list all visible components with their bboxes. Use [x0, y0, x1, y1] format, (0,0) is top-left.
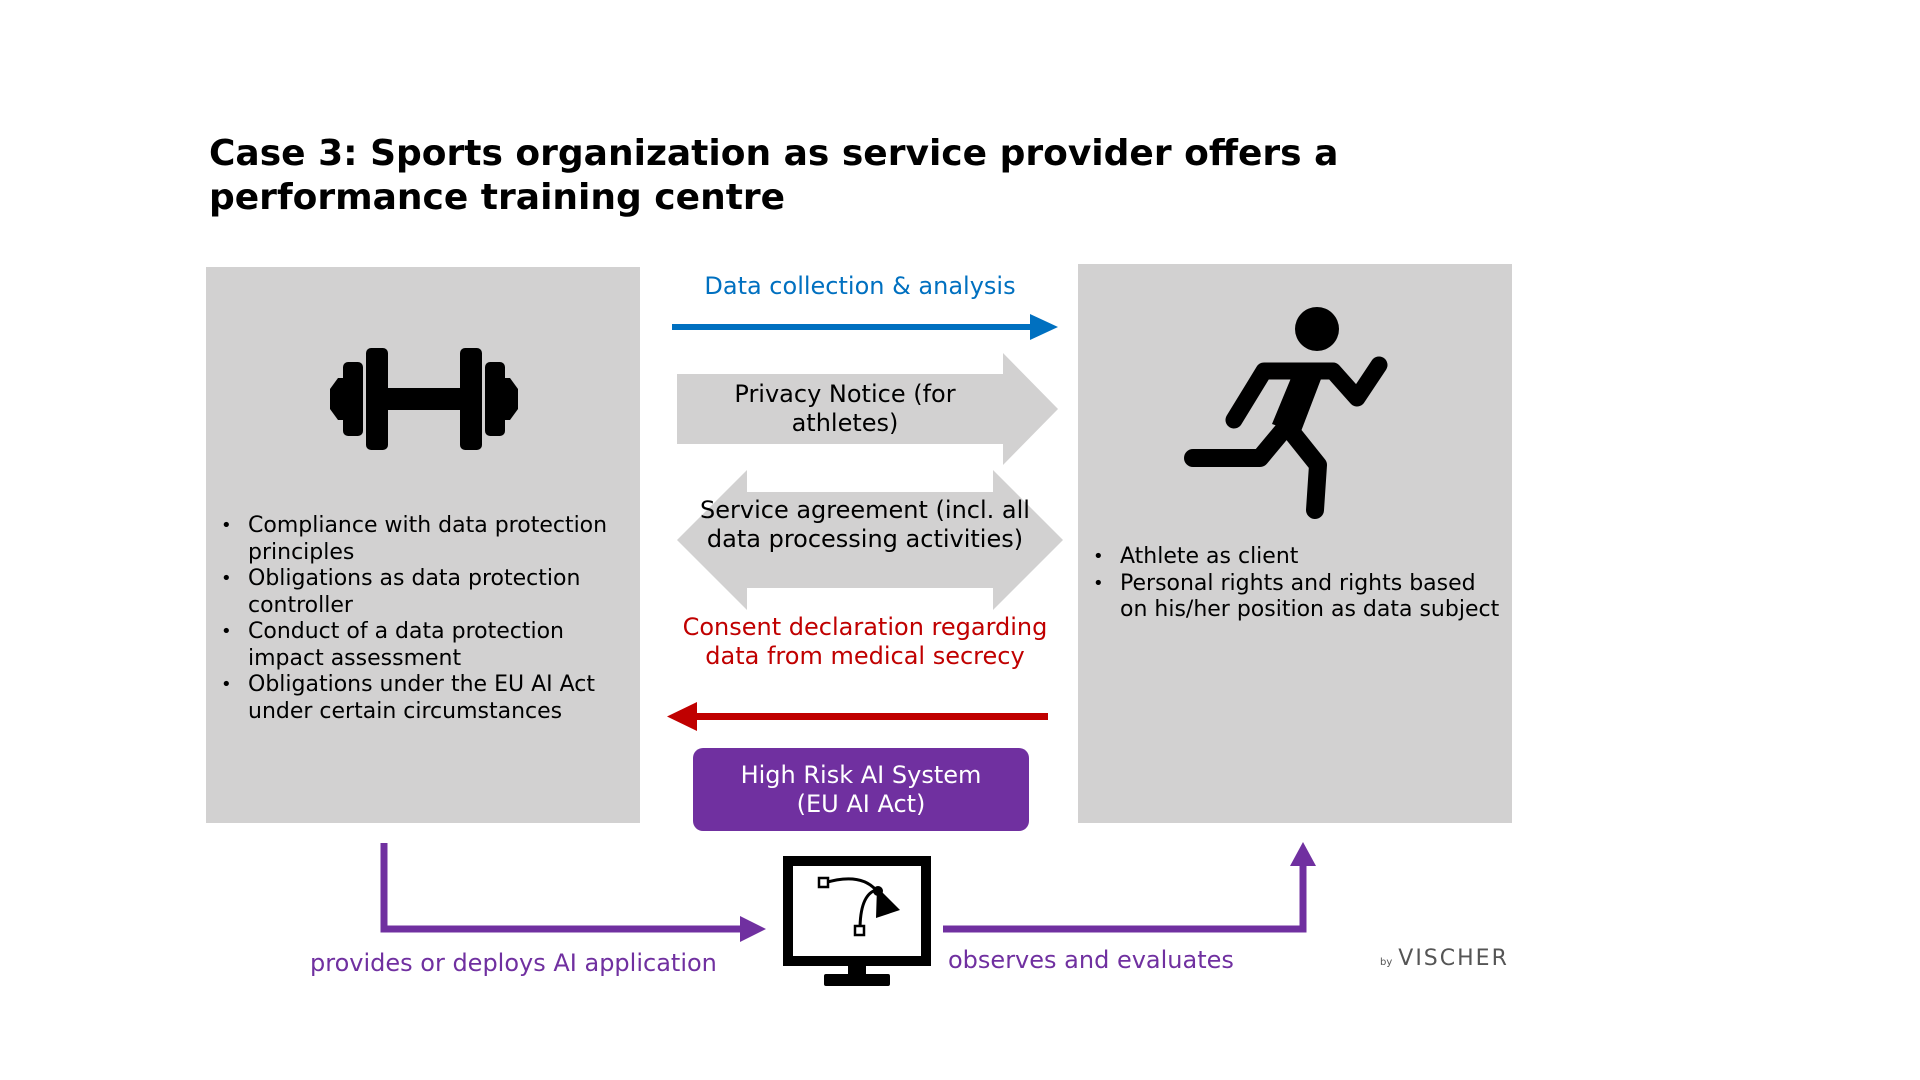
dumbbell-icon: [330, 348, 518, 450]
data-collection-arrow: [672, 314, 1058, 340]
observes-arrowhead: [1290, 842, 1316, 866]
list-item: Personal rights and rights based on his/…: [1080, 571, 1500, 624]
high-risk-ai-badge: High Risk AI System (EU AI Act): [693, 748, 1029, 831]
logo-name: VISCHER: [1398, 946, 1509, 971]
logo-by: by: [1380, 957, 1393, 968]
vischer-logo: by VISCHER: [1380, 946, 1509, 971]
service-agreement-arrow: [677, 470, 1063, 610]
provides-arrowhead: [740, 916, 766, 942]
high-risk-subtitle: (EU AI Act): [796, 789, 926, 818]
privacy-notice-label: Privacy Notice (for athletes): [734, 380, 956, 437]
list-item: Conduct of a data protection impact asse…: [208, 619, 628, 672]
consent-label: Consent declaration regarding data from …: [682, 613, 1048, 670]
service-agreement-label: Service agreement (incl. all data proces…: [700, 496, 1030, 553]
data-collection-label: Data collection & analysis: [704, 272, 1016, 300]
consent-arrow: [667, 702, 1048, 731]
list-item: Compliance with data protection principl…: [208, 513, 628, 566]
observes-label: observes and evaluates: [948, 946, 1234, 974]
list-item: Obligations under the EU AI Act under ce…: [208, 672, 628, 725]
privacy-notice-arrow: [677, 353, 1058, 465]
running-person-icon: [1184, 307, 1388, 519]
provides-label: provides or deploys AI application: [310, 949, 717, 977]
provides-connector: [380, 843, 742, 933]
high-risk-title: High Risk AI System: [740, 760, 982, 789]
provider-obligations-list: Compliance with data protection principl…: [208, 513, 628, 725]
page-title: Case 3: Sports organization as service p…: [209, 133, 1339, 218]
monitor-ai-icon: [783, 856, 931, 986]
athlete-rights-list: Athlete as client Personal rights and ri…: [1080, 544, 1500, 624]
observes-connector: [943, 864, 1307, 933]
list-item: Obligations as data protection controlle…: [208, 566, 628, 619]
list-item: Athlete as client: [1080, 544, 1500, 571]
